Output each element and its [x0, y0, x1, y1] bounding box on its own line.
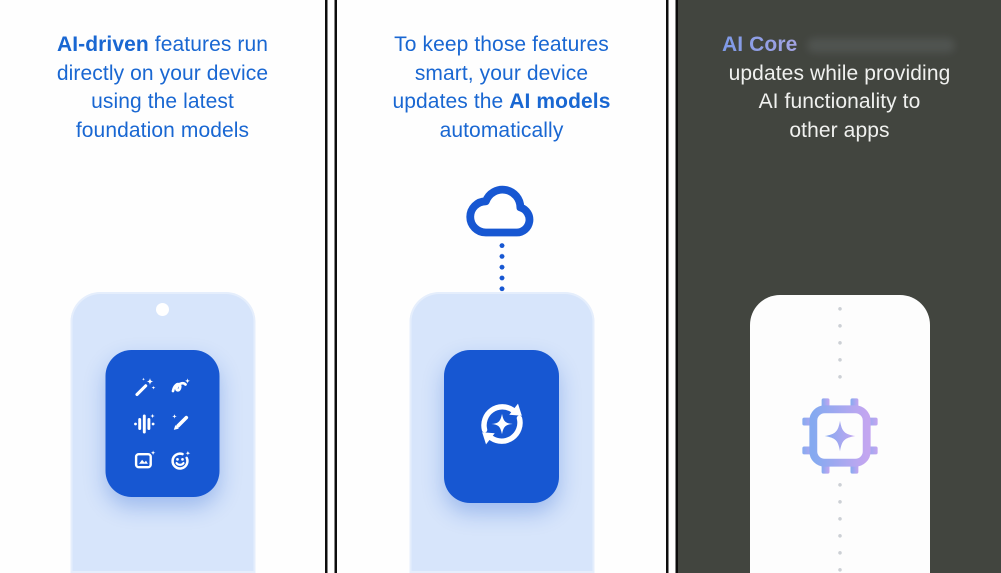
- scribble-sparkle-icon: [169, 375, 193, 399]
- feature-icons-card: [105, 350, 220, 497]
- caption-line: To keep those features: [394, 33, 609, 56]
- caption-line: directly on your device: [56, 61, 269, 85]
- magic-wand-sparkle-icon: [133, 375, 157, 399]
- waveform-sparkle-icon: [133, 411, 157, 435]
- smiley-sparkle-icon: [169, 448, 193, 472]
- panel3-caption: AI Core updates while providing AI funct…: [678, 0, 1001, 145]
- cloud-icon: [463, 184, 541, 247]
- caption-line: updates the AI models: [337, 88, 666, 117]
- ai-core-label: AI Core: [722, 33, 798, 56]
- panel-model-updates: To keep those features smart, your devic…: [337, 0, 666, 573]
- sync-arrows-sparkle-icon: [471, 393, 533, 460]
- caption-line: foundation models: [75, 118, 250, 142]
- caption-line: automatically: [439, 118, 564, 142]
- caption-line: updates while providing: [728, 61, 951, 85]
- caption-line: other apps: [789, 118, 890, 142]
- panel1-caption: AI-driven features run directly on your …: [0, 0, 325, 145]
- caption-text: updates the: [392, 90, 510, 113]
- caption-line: smart, your device: [414, 61, 589, 85]
- panel-divider: [666, 0, 678, 573]
- caption-line: AI functionality to: [758, 90, 921, 113]
- caption-line: AI-driven features run: [0, 31, 325, 60]
- caption-bold: AI models: [509, 90, 611, 113]
- caption-line: using the latest: [91, 90, 234, 113]
- panel2-caption: To keep those features smart, your devic…: [337, 0, 666, 145]
- phone-illustration: [749, 295, 930, 573]
- panel-ai-core: AI Core updates while providing AI funct…: [678, 0, 1001, 573]
- dotted-line-top: [837, 307, 842, 391]
- phone-illustration: [70, 292, 255, 573]
- caption-text: features run: [148, 33, 269, 56]
- pen-sparkle-icon: [169, 411, 193, 435]
- dotted-line-bottom: [837, 483, 842, 573]
- caption-line: AI Core: [678, 31, 1001, 60]
- panel-divider: [325, 0, 337, 573]
- camera-hole: [156, 303, 169, 316]
- phone-illustration: [409, 292, 594, 573]
- image-sparkle-icon: [133, 448, 157, 472]
- caption-bold: AI-driven: [56, 33, 149, 56]
- model-update-card: [444, 350, 559, 503]
- ai-chip-sparkle-icon: [798, 394, 882, 483]
- blurred-text-smudge: [807, 38, 956, 53]
- panel-on-device-features: AI-driven features run directly on your …: [0, 0, 325, 573]
